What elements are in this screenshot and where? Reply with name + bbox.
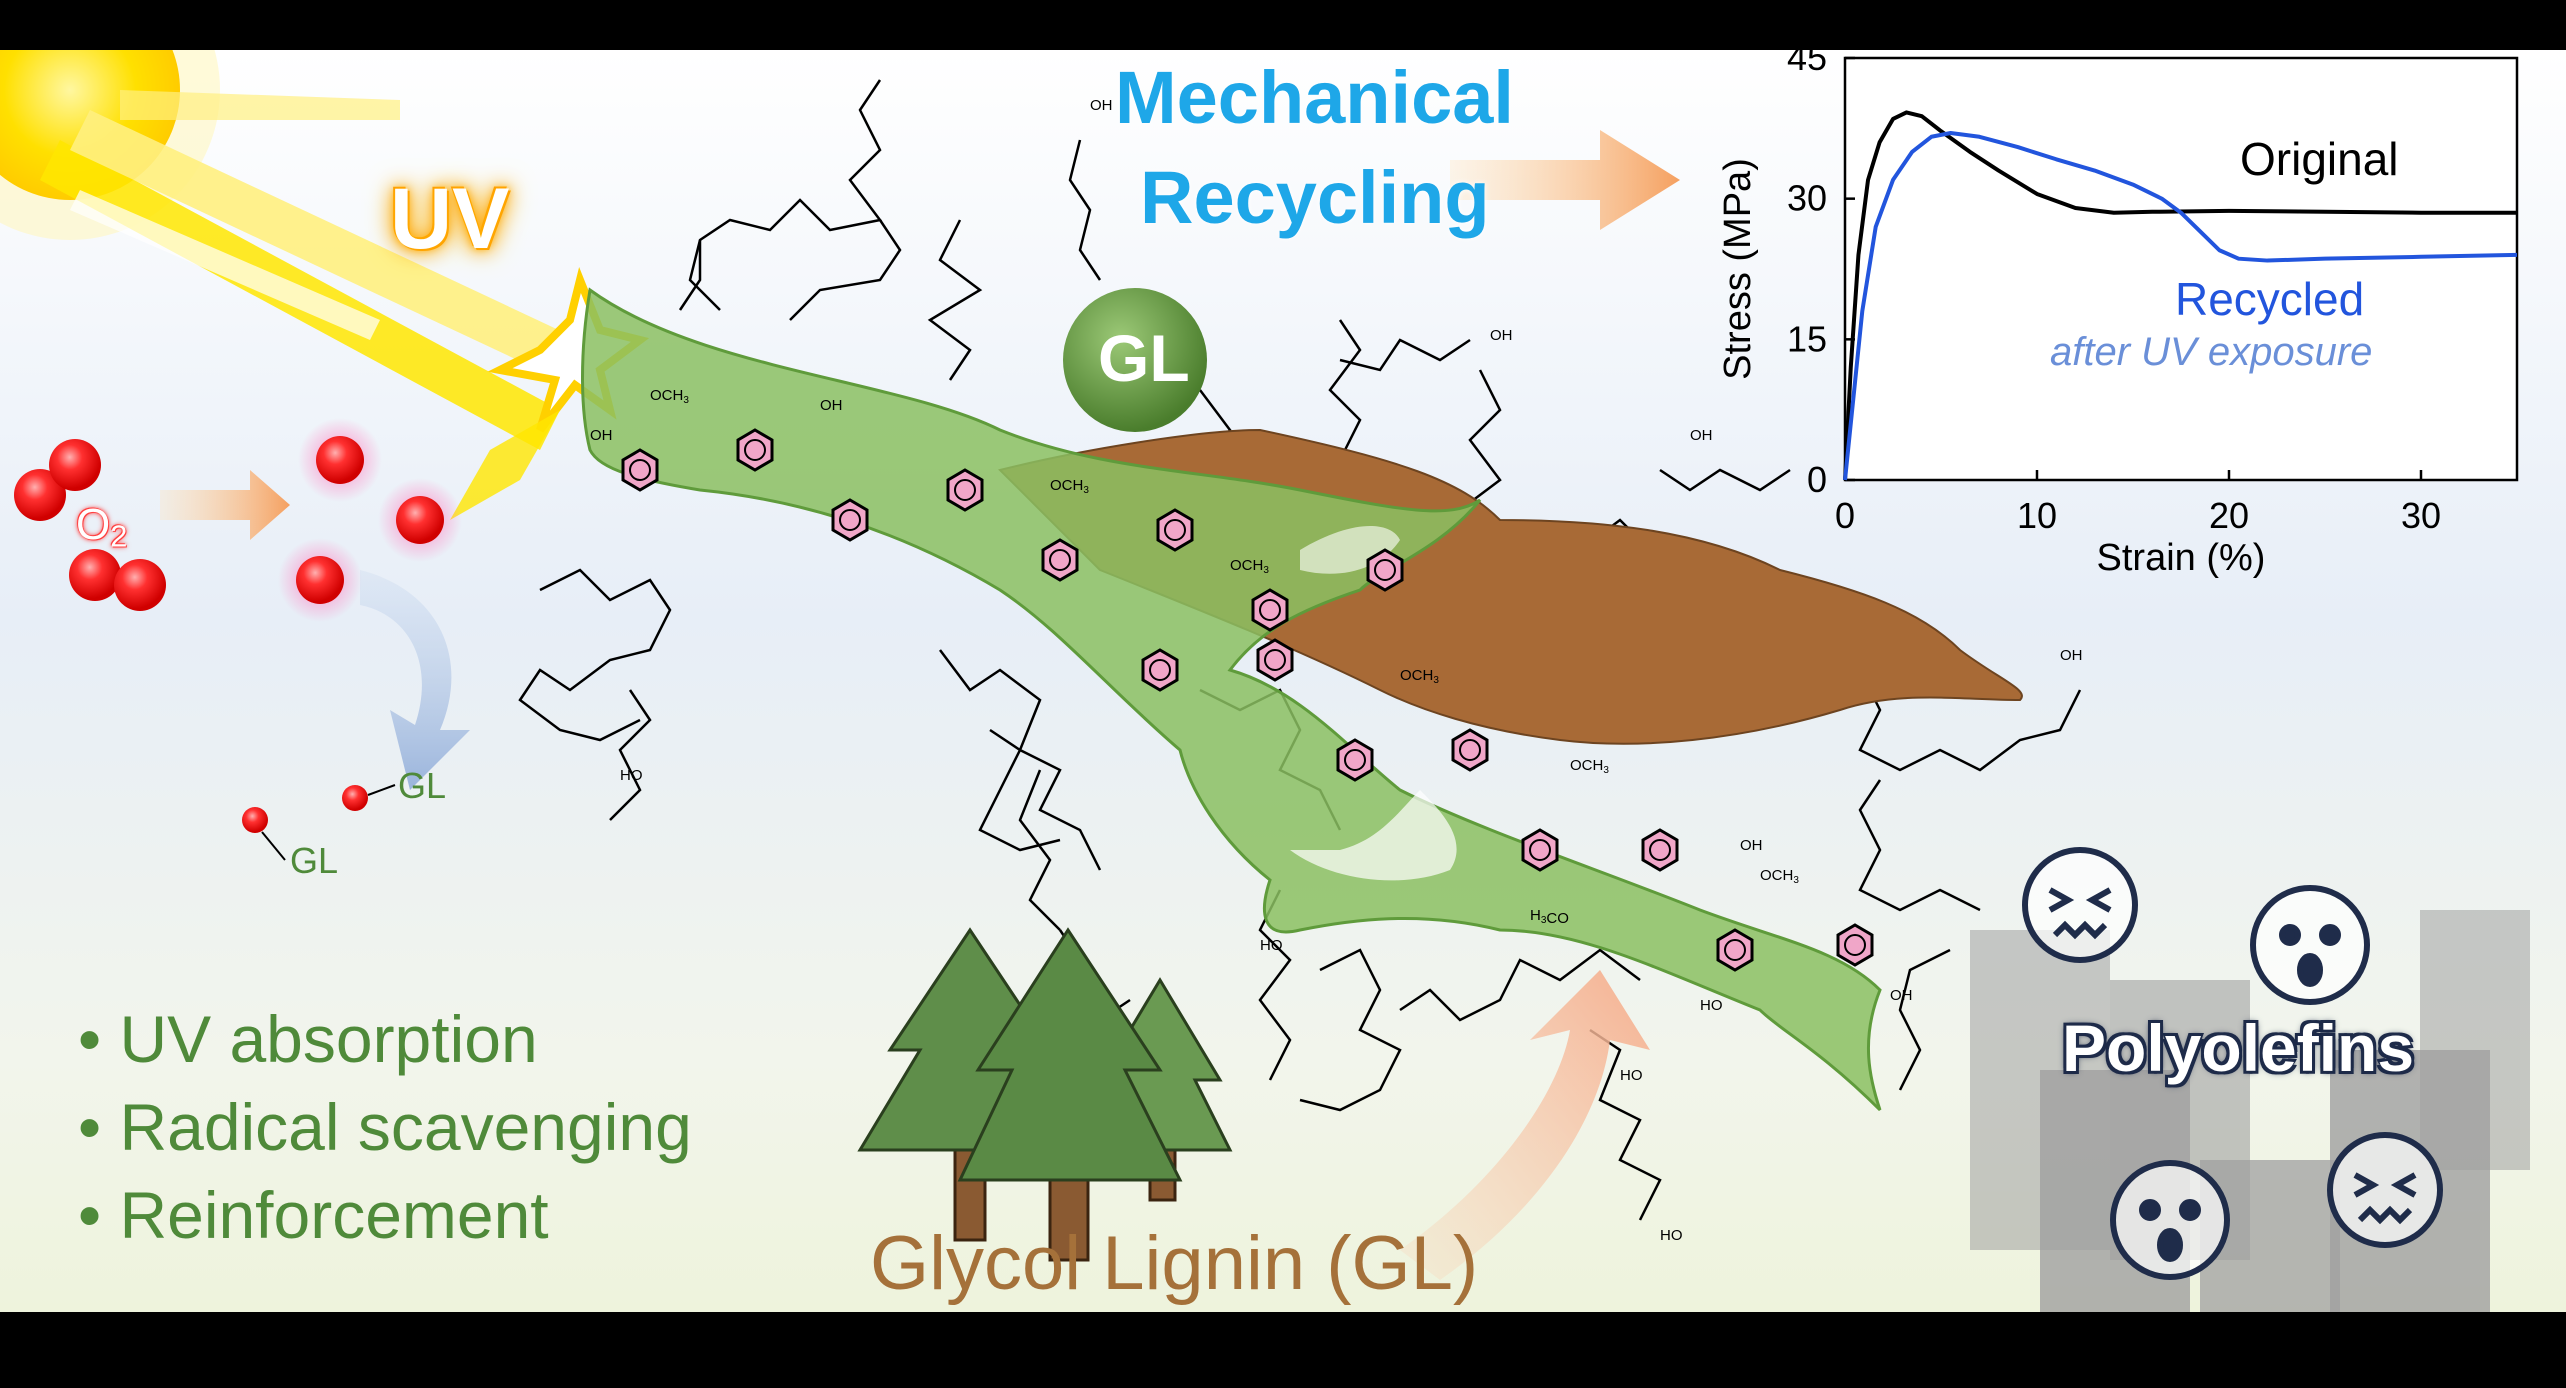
chem-labels: OH OCH3 OH OCH3 OCH3 OCH3 OCH3 OH OCH3 H… xyxy=(590,97,2083,1244)
gl-radical-label-2: GL xyxy=(290,840,339,881)
x-tick-label-2: 20 xyxy=(2209,495,2249,536)
recycling-label: Recycling xyxy=(1140,156,1490,239)
benefit-radical-scavenging: • Radical scavenging xyxy=(78,1090,692,1164)
series-line-original xyxy=(1843,110,2517,481)
sad-face-icon xyxy=(2022,847,2443,1248)
radical-icon xyxy=(278,418,462,622)
svg-text:OH: OH xyxy=(820,397,843,414)
blending-arrow-icon xyxy=(1400,970,1650,1280)
svg-text:HO: HO xyxy=(1700,997,1723,1014)
benefit-list: • UV absorption • Radical scavenging • R… xyxy=(78,995,692,1259)
mechanical-label: Mechanical xyxy=(1115,56,1514,139)
y-tick-label-0: 0 xyxy=(1807,459,1827,500)
y-tick-label-2: 30 xyxy=(1787,178,1827,219)
building-icon xyxy=(1970,910,2530,1312)
svg-text:OH: OH xyxy=(590,427,613,444)
svg-text:HO: HO xyxy=(1660,1227,1683,1244)
svg-text:OCH3: OCH3 xyxy=(1400,667,1439,686)
shocked-face-icon xyxy=(2110,885,2370,1280)
gl-ball-icon xyxy=(1063,288,1207,432)
gl-radical-label-1: GL xyxy=(398,765,447,806)
svg-text:OH: OH xyxy=(1740,837,1763,854)
svg-text:OH: OH xyxy=(1690,427,1713,444)
svg-text:HO: HO xyxy=(620,767,643,784)
scavenging-arrow-icon xyxy=(360,570,470,790)
x-tick-label-0: 0 xyxy=(1835,495,1855,536)
svg-text:HO: HO xyxy=(1620,1067,1643,1084)
y-tick-label-3: 45 xyxy=(1787,50,1827,78)
svg-text:OCH3: OCH3 xyxy=(650,387,689,406)
sun-icon xyxy=(0,50,580,450)
svg-text:OH: OH xyxy=(2060,647,2083,664)
oxygen-molecule-icon xyxy=(14,439,166,611)
tree-icon xyxy=(857,927,1233,1262)
y-tick-label-1: 15 xyxy=(1787,318,1827,359)
benefit-uv-absorption: • UV absorption xyxy=(78,1002,538,1076)
svg-text:OCH3: OCH3 xyxy=(1570,757,1609,776)
glycol-lignin-title: Glycol Lignin (GL) xyxy=(870,1221,1479,1306)
svg-text:OH: OH xyxy=(1890,987,1913,1004)
svg-text:H3CO: H3CO xyxy=(1530,907,1569,927)
oxygen-label: O2 xyxy=(76,500,128,554)
svg-text:OCH3: OCH3 xyxy=(1230,557,1269,576)
benefit-reinforcement: • Reinforcement xyxy=(78,1178,549,1252)
y-axis-label: Stress (MPa) xyxy=(1717,158,1759,380)
oxidation-arrow-icon xyxy=(160,470,290,540)
svg-text:OH: OH xyxy=(1090,97,1113,114)
gl-radical-icon xyxy=(242,784,396,861)
x-tick-label-3: 30 xyxy=(2401,495,2441,536)
illustration-canvas: OH OCH3 OH OCH3 OCH3 OCH3 OCH3 OH OCH3 H… xyxy=(0,50,2530,1312)
x-axis-label: Strain (%) xyxy=(2097,537,2266,579)
polyolefins-label: Polyolefins xyxy=(2062,1011,2415,1085)
svg-text:HO: HO xyxy=(1260,937,1283,954)
lignin-backbone xyxy=(581,287,1882,1112)
svg-text:OH: OH xyxy=(1490,327,1513,344)
legend-original: Original xyxy=(2240,133,2399,185)
legend-recycled: Recycled xyxy=(2175,273,2364,325)
uv-label: UV xyxy=(390,171,510,267)
plot-area xyxy=(1843,56,2519,482)
legend-after-uv: after UV exposure xyxy=(2050,330,2372,374)
svg-text:OCH3: OCH3 xyxy=(1760,867,1799,886)
gl-ball-label: GL xyxy=(1098,321,1190,395)
series-line-recycled xyxy=(1843,131,2518,481)
recycling-arrow-icon xyxy=(1450,130,1680,230)
graphical-abstract-panel: OH OCH3 OH OCH3 OCH3 OCH3 OCH3 OH OCH3 H… xyxy=(0,50,2566,1312)
x-tick-label-1: 10 xyxy=(2017,495,2057,536)
svg-text:OCH3: OCH3 xyxy=(1050,477,1089,496)
